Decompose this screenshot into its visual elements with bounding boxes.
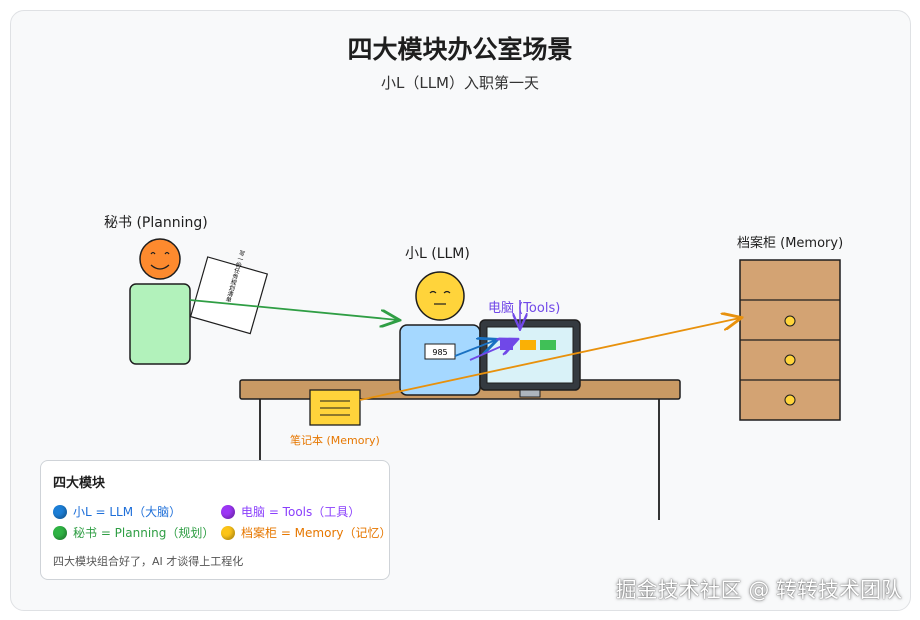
notebook — [309, 389, 361, 426]
green-dot-icon — [53, 525, 67, 540]
legend-box: 四大模块 小L = LLM（大脑） 电脑 = Tools（工具） 秘书 = Pl… — [40, 460, 392, 580]
legend-item-memory-text: 档案柜 = Memory（记忆） — [241, 526, 392, 540]
badge-985: 985 — [432, 348, 447, 357]
computer-label: 电脑 (Tools) — [488, 301, 561, 316]
page-subtitle: 小L（LLM）入职第一天 — [380, 74, 539, 92]
blue-dot-icon — [53, 504, 67, 519]
yellow-dot-icon — [221, 525, 235, 540]
llm-figure: 985 — [399, 271, 481, 396]
legend-item-planning: 秘书 = Planning（规划） — [53, 524, 214, 541]
notebook-label: 笔记本 (Memory) — [290, 434, 380, 447]
file-cabinet — [739, 259, 841, 421]
secretary-label: 秘书 (Planning) — [104, 215, 208, 231]
legend-item-memory: 档案柜 = Memory（记忆） — [221, 524, 392, 541]
memory-arrow — [359, 318, 740, 401]
legend-note: 四大模块组合好了，AI 才谈得上工程化 — [53, 555, 244, 568]
cabinet-label: 档案柜 (Memory) — [737, 236, 844, 251]
purple-dot-icon — [221, 504, 235, 519]
legend-item-planning-text: 秘书 = Planning（规划） — [73, 526, 215, 540]
llm-to-computer-arrow — [454, 340, 496, 357]
secretary-figure — [129, 238, 191, 365]
legend-item-tools: 电脑 = Tools（工具） — [221, 503, 360, 520]
page-title: 四大模块办公室场景 — [347, 35, 573, 64]
planning-arrow — [189, 299, 398, 320]
tools-arrow — [469, 340, 516, 361]
legend-item-llm-text: 小L = LLM（大脑） — [73, 505, 182, 519]
legend-item-tools-text: 电脑 = Tools（工具） — [241, 505, 361, 519]
legend-title: 四大模块 — [53, 476, 106, 491]
computer — [479, 319, 581, 398]
watermark: 掘金技术社区 @ 转转技术团队 — [615, 578, 902, 602]
legend-item-llm: 小L = LLM（大脑） — [53, 503, 181, 520]
llm-label: 小L (LLM) — [405, 246, 470, 262]
planning-paper: 写一份任务规划清单 — [189, 249, 269, 335]
